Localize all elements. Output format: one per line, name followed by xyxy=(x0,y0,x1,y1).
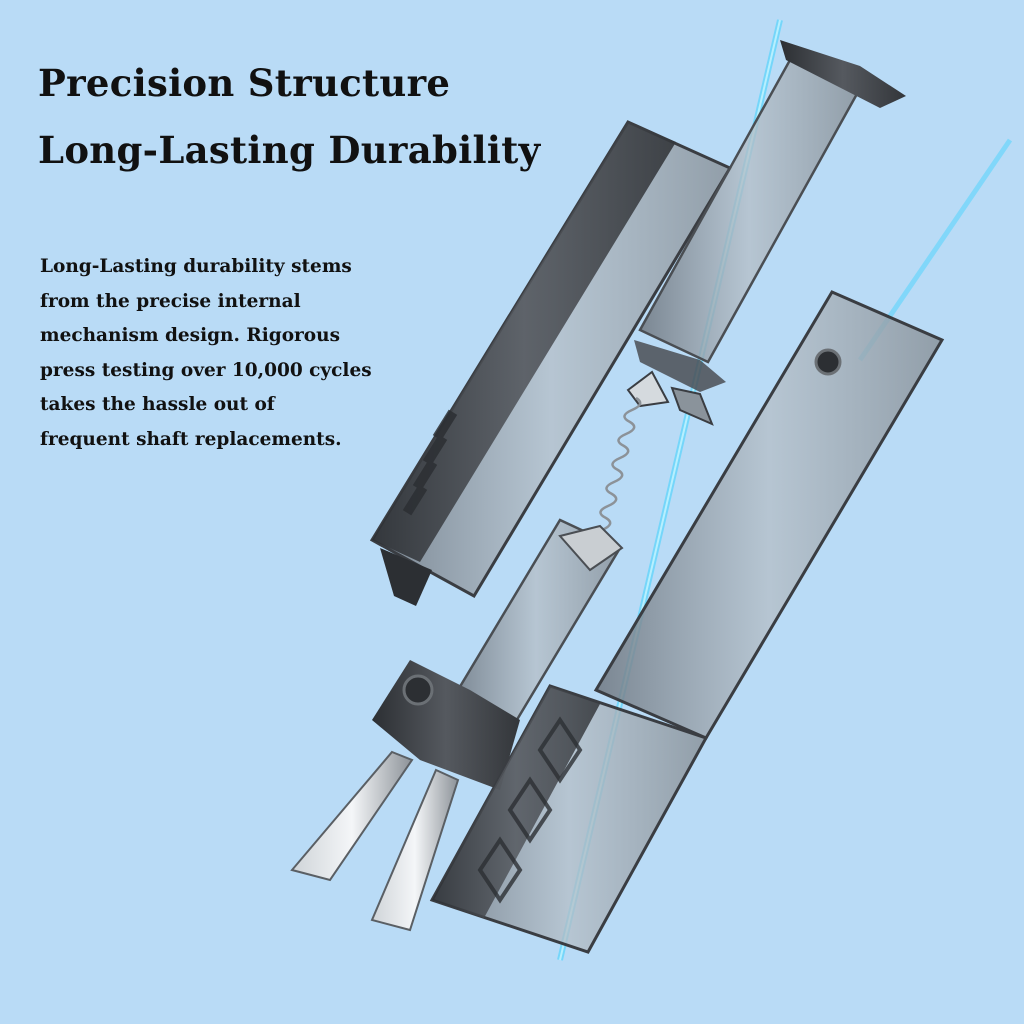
stem-part xyxy=(626,40,906,426)
spring xyxy=(593,396,642,544)
description-line: press testing over 10,000 cycles xyxy=(40,359,372,381)
description-line: mechanism design. Rigorous xyxy=(40,325,341,347)
description-line: from the precise internal xyxy=(40,290,301,312)
description-line: frequent shaft replacements. xyxy=(40,428,342,450)
description-line: Long-Lasting durability stems xyxy=(40,256,352,277)
description-line: takes the hassle out of xyxy=(40,394,275,416)
page-headline: Precision Structure Long-Lasting Durabil… xyxy=(38,50,540,184)
headline-line-1: Precision Structure xyxy=(38,61,451,105)
base-housing-part xyxy=(429,290,945,954)
description-text: Long-Lasting durability stems from the p… xyxy=(40,250,440,458)
headline-line-2: Long-Lasting Durability xyxy=(38,128,541,172)
slider-part xyxy=(290,518,624,932)
